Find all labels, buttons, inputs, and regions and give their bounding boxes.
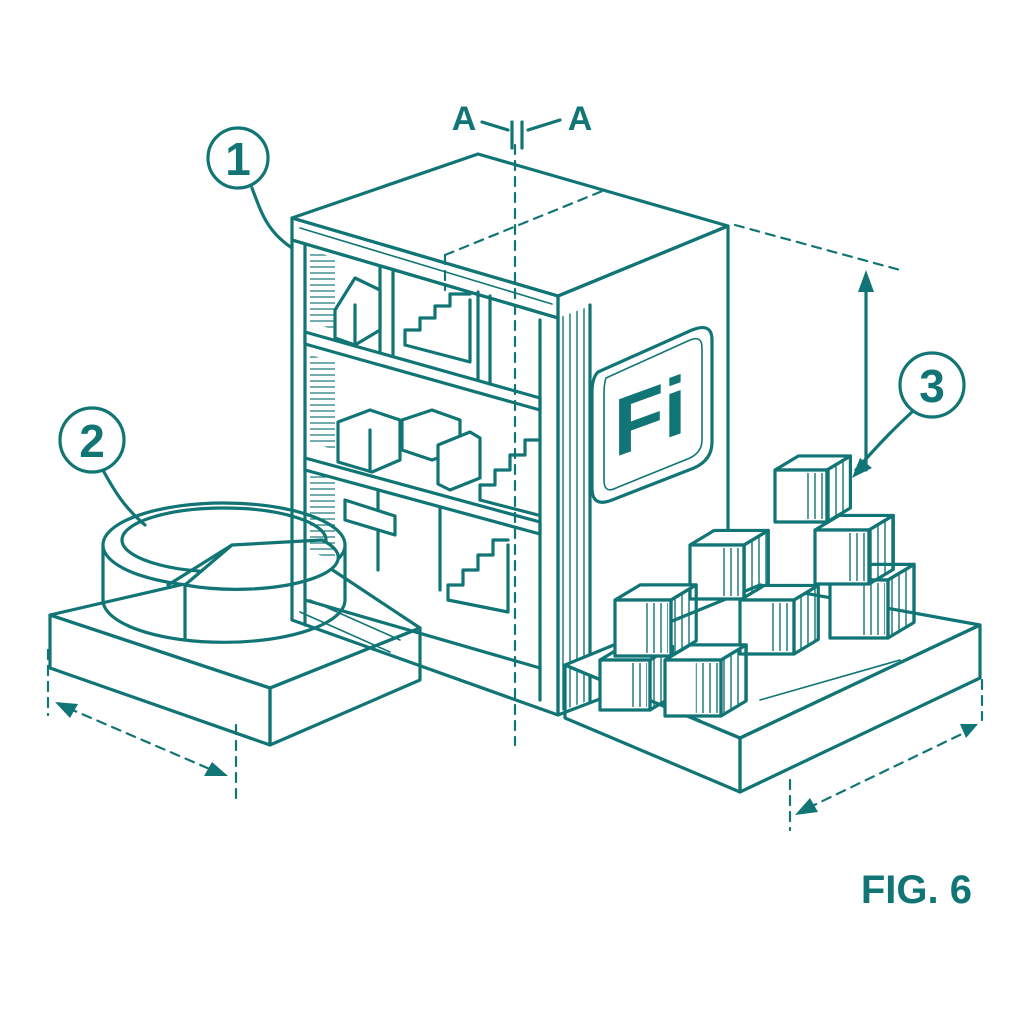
callout-2: 2 (58, 406, 147, 527)
cube (813, 513, 895, 586)
disc-component (101, 501, 347, 644)
callout-3-number: 3 (919, 360, 945, 412)
cube (613, 583, 698, 658)
cube (663, 643, 748, 718)
figure-caption: FIG. 6 (861, 868, 972, 912)
central-building (290, 152, 730, 717)
fi-logo-panel: Fi (590, 326, 714, 504)
dimension-lines (46, 118, 984, 832)
callout-3: 3 (852, 351, 966, 478)
cube-stack (598, 454, 916, 718)
cube (738, 583, 820, 656)
section-label-right: A (568, 100, 593, 138)
fi-logo-text: Fi (614, 357, 687, 476)
callout-1: 1 (206, 126, 294, 250)
callout-2-number: 2 (79, 415, 105, 467)
callout-1-number: 1 (225, 133, 251, 185)
section-label-left: A (452, 100, 477, 138)
cube (773, 454, 853, 524)
